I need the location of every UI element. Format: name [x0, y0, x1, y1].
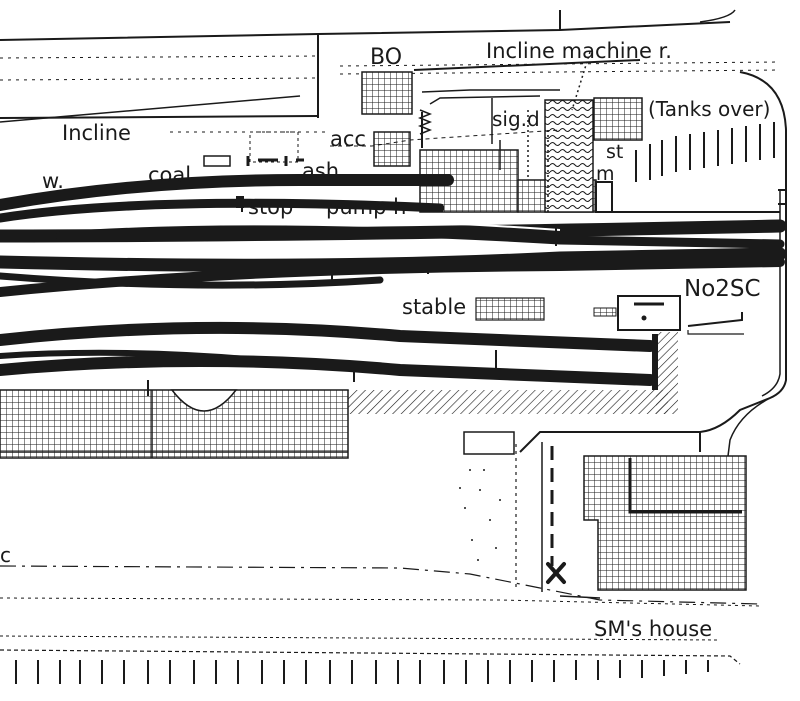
shed-arch-cutout — [170, 389, 238, 412]
label-sig-d: sig.d — [492, 107, 540, 131]
signal-cabin-no2 — [617, 295, 681, 331]
small-outbuilding — [463, 431, 515, 455]
label-w: w. — [42, 169, 64, 193]
buffer-stop — [236, 196, 244, 208]
label-incline-machine: Incline machine r. — [486, 39, 672, 63]
level-crossing-mark — [546, 562, 566, 584]
cabin-dot — [641, 315, 647, 321]
tank-house — [593, 97, 643, 141]
sm-house-wall — [628, 458, 742, 514]
coal-ash-sidings — [170, 129, 561, 167]
label-st: st — [606, 141, 623, 163]
cabin-steps — [593, 307, 617, 317]
label-stable: stable — [402, 295, 466, 319]
boundary-fence — [0, 71, 787, 457]
label-acc: acc — [330, 127, 366, 151]
running-lines — [0, 174, 787, 386]
platform-end-hatch — [656, 332, 678, 414]
stable-building — [475, 297, 545, 321]
label-sm-house: SM's house — [594, 617, 712, 641]
booking-office — [361, 71, 413, 115]
label-ash: ash — [302, 159, 339, 183]
platform-shed — [0, 389, 349, 459]
label-coal: coal — [148, 163, 191, 187]
label-tanks-over: (Tanks over) — [648, 97, 770, 121]
track-joints — [147, 198, 557, 396]
incline-zigzag — [417, 109, 433, 135]
ground-dots — [459, 469, 501, 561]
label-c: c — [0, 543, 11, 567]
label-pump-h: pump h — [326, 195, 406, 219]
road-lines — [0, 442, 761, 665]
tank-support — [595, 181, 613, 213]
platform-hatch — [348, 390, 668, 414]
label-incline: Incline — [62, 121, 131, 145]
label-stop: stop — [248, 195, 293, 219]
fence-posts-bottom — [15, 660, 709, 684]
label-no2sc: No2SC — [684, 276, 761, 302]
buffer-end-platform — [652, 334, 658, 390]
accumulator-house — [373, 131, 411, 167]
track-white-divider — [89, 216, 561, 231]
label-bo: BO — [370, 45, 402, 70]
tanks-water — [544, 99, 594, 213]
label-m: m — [596, 163, 615, 185]
incline-boundary — [0, 9, 781, 123]
sm-house — [583, 455, 747, 591]
fence-posts-right — [635, 122, 775, 182]
